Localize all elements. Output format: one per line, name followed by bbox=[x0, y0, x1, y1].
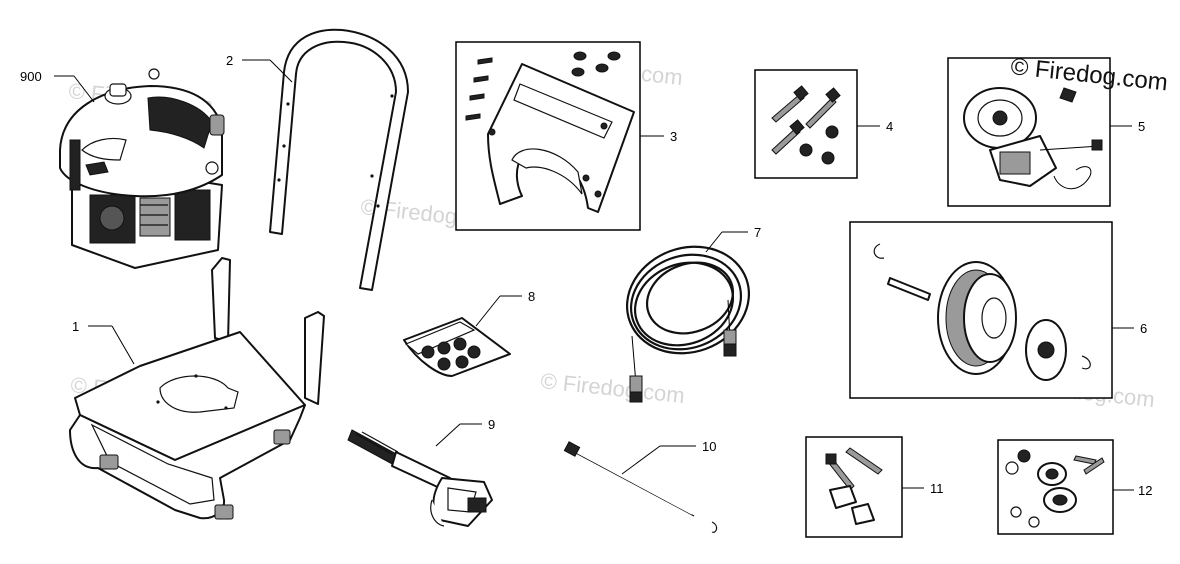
part-bearing-kit bbox=[1005, 449, 1105, 528]
part-pump bbox=[963, 87, 1103, 190]
part-spray-gun bbox=[347, 429, 493, 527]
callout-5: 5 bbox=[1138, 119, 1145, 134]
part-engine bbox=[59, 68, 225, 269]
callout-11: 11 bbox=[930, 481, 944, 496]
part-wheel bbox=[873, 243, 1091, 381]
part-axle-kit bbox=[825, 447, 883, 525]
callout-2: 2 bbox=[226, 53, 233, 68]
part-wand bbox=[563, 441, 718, 533]
callout-900: 900 bbox=[20, 69, 42, 84]
watermark: © Firedog.com bbox=[539, 368, 685, 408]
leader-line bbox=[269, 59, 293, 83]
leader-line bbox=[705, 231, 723, 253]
callout-6: 6 bbox=[1140, 321, 1147, 336]
callout-3: 3 bbox=[670, 129, 677, 144]
leader-line bbox=[111, 325, 135, 365]
callout-10: 10 bbox=[702, 439, 716, 454]
callout-1: 1 bbox=[72, 319, 79, 334]
part-bolt-kit bbox=[771, 85, 841, 165]
leader-line bbox=[435, 423, 461, 447]
part-nozzle-bag bbox=[403, 317, 511, 377]
callout-4: 4 bbox=[886, 119, 893, 134]
callout-7: 7 bbox=[754, 225, 761, 240]
leader-line bbox=[475, 295, 501, 327]
part-frame bbox=[69, 257, 325, 520]
part-bracket bbox=[465, 51, 635, 213]
leader-line bbox=[73, 75, 95, 103]
callout-12: 12 bbox=[1138, 483, 1152, 498]
callout-9: 9 bbox=[488, 417, 495, 432]
part-hose bbox=[625, 245, 751, 403]
kit-box-bearings bbox=[997, 439, 1114, 535]
leader-line bbox=[621, 445, 661, 475]
part-handle bbox=[269, 28, 409, 291]
callout-8: 8 bbox=[528, 289, 535, 304]
